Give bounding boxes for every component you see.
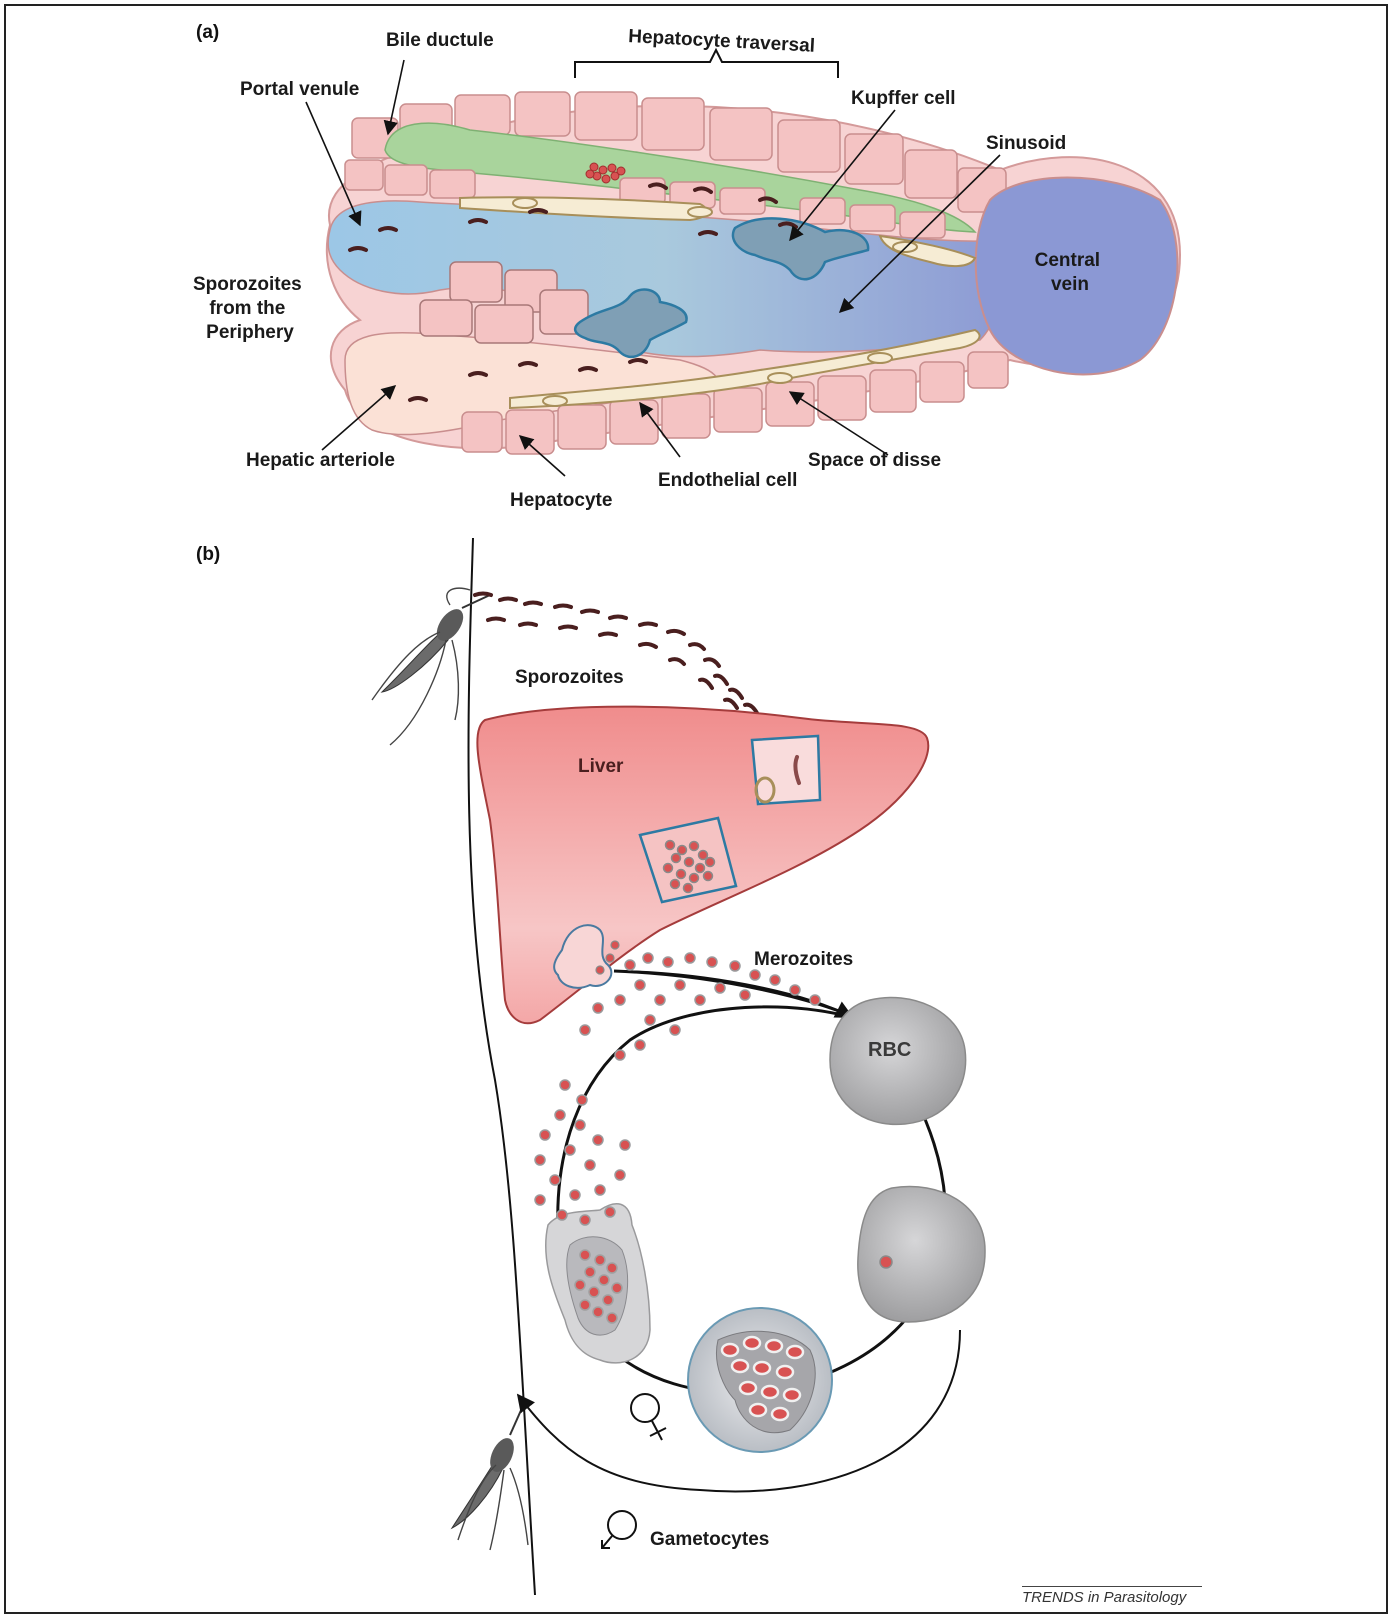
label-liver: Liver <box>578 756 624 777</box>
panel-a-label: (a) <box>196 22 219 43</box>
rbc-schizont <box>688 1308 832 1452</box>
label-sporozoites: Sporozoites <box>515 667 624 688</box>
label-bile-ductule: Bile ductule <box>386 30 494 51</box>
label-sinusoid: Sinusoid <box>986 133 1066 154</box>
skin-line <box>469 538 535 1595</box>
figure-credit: TRENDS in Parasitology <box>1022 1586 1202 1606</box>
label-rbc: RBC <box>868 1039 911 1061</box>
female-gametocyte-icon <box>631 1394 666 1440</box>
label-hepatocyte-traversal: Hepatocyte traversal <box>628 26 816 57</box>
label-endothelial-cell: Endothelial cell <box>658 470 797 491</box>
label-sporozoites-periphery: Sporozoites from the Periphery <box>193 274 307 343</box>
label-hepatocyte: Hepatocyte <box>510 490 612 511</box>
label-merozoites: Merozoites <box>754 949 853 970</box>
panel-b-label: (b) <box>196 544 220 565</box>
rbc-bursting <box>546 1204 650 1363</box>
mosquito-bottom-icon <box>452 1408 528 1550</box>
hepatocyte-with-sporozoite <box>752 736 820 804</box>
mosquito-top-icon <box>372 588 490 745</box>
label-space-of-disse: Space of disse <box>808 450 941 471</box>
label-kupffer-cell: Kupffer cell <box>851 88 956 109</box>
rbc-ring-stage <box>858 1187 985 1322</box>
male-gametocyte-icon <box>602 1511 636 1548</box>
label-gametocytes: Gametocytes <box>650 1529 769 1550</box>
label-portal-venule: Portal venule <box>240 79 359 100</box>
label-hepatic-arteriole: Hepatic arteriole <box>246 450 395 471</box>
